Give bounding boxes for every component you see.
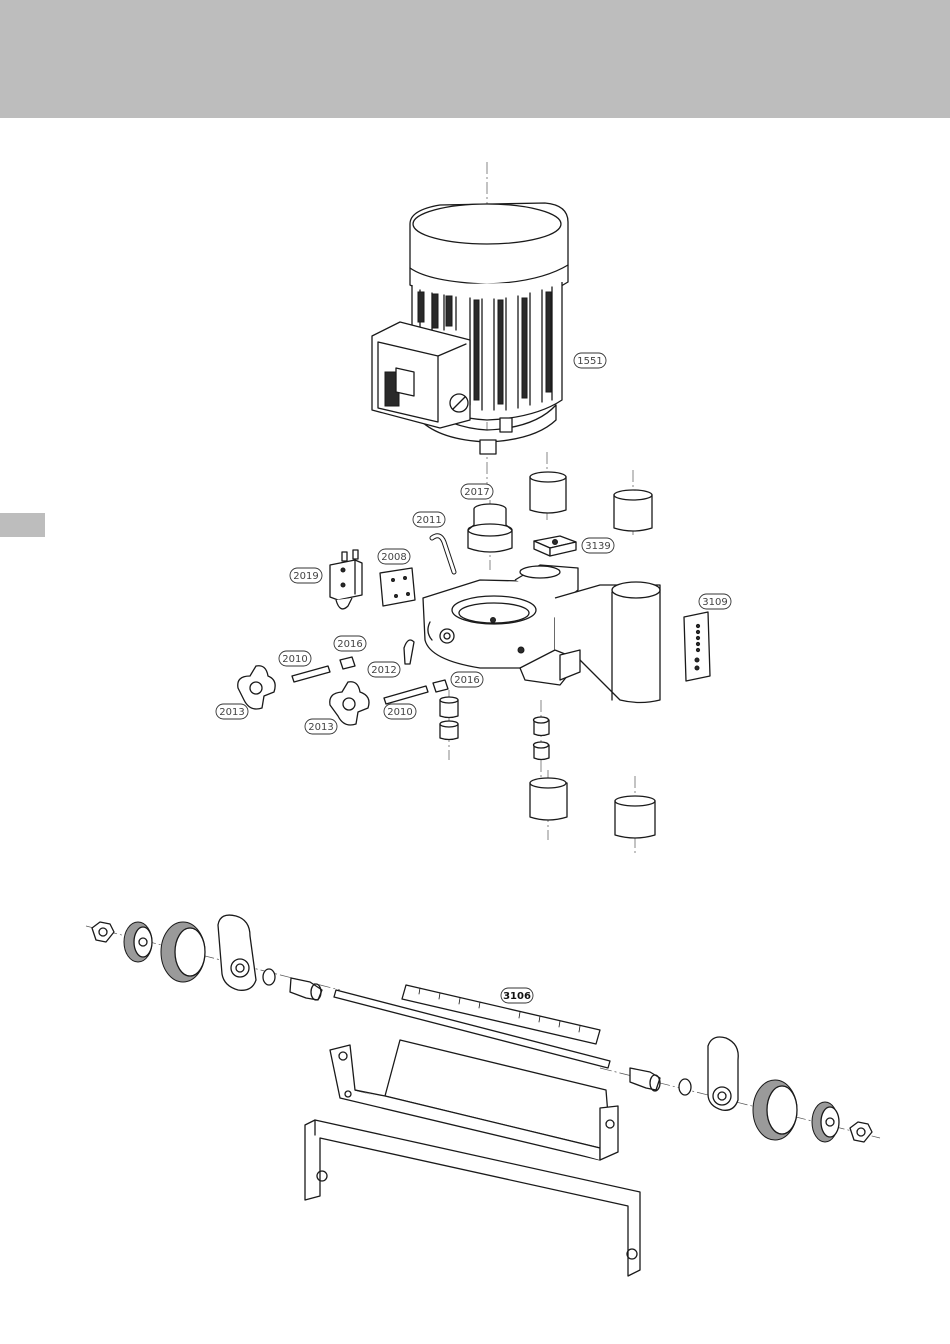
svg-text:2013: 2013	[219, 707, 244, 718]
svg-text:2010: 2010	[387, 707, 412, 718]
svg-text:2011: 2011	[416, 515, 441, 526]
svg-text:2013: 2013	[308, 722, 333, 733]
callout-lever-lower: 2016	[451, 672, 483, 687]
svg-text:2010: 2010	[282, 654, 307, 665]
callout-motor: 1551	[574, 353, 606, 368]
svg-text:2017: 2017	[464, 487, 489, 498]
svg-text:2019: 2019	[293, 571, 318, 582]
callout-screw-upper: 2010	[279, 651, 311, 666]
callout-plate: 2008	[378, 549, 410, 564]
svg-text:2016: 2016	[337, 639, 362, 650]
callout-label-plate: 3109	[699, 594, 731, 609]
svg-text:2008: 2008	[381, 552, 406, 563]
svg-text:2016: 2016	[454, 675, 479, 686]
callout-knob-left: 2013	[216, 704, 248, 719]
svg-text:3106: 3106	[503, 991, 531, 1002]
callout-bent-pin: 2011	[413, 512, 445, 527]
callout-hub: 2017	[461, 484, 493, 499]
svg-text:2012: 2012	[371, 665, 396, 676]
callout-lever-upper: 2016	[334, 636, 366, 651]
callout-scale: 3106	[501, 988, 533, 1003]
svg-text:3139: 3139	[585, 541, 610, 552]
callout-nut-block: 3139	[582, 538, 614, 553]
callout-clip: 2012	[368, 662, 400, 677]
callout-knob-right: 2013	[305, 719, 337, 734]
svg-text:1551: 1551	[577, 356, 602, 367]
lower-assembly	[86, 915, 880, 1276]
svg-text:3109: 3109	[702, 597, 727, 608]
callout-block: 2019	[290, 568, 322, 583]
callout-screw-lower: 2010	[384, 704, 416, 719]
motor-assembly	[372, 162, 568, 500]
